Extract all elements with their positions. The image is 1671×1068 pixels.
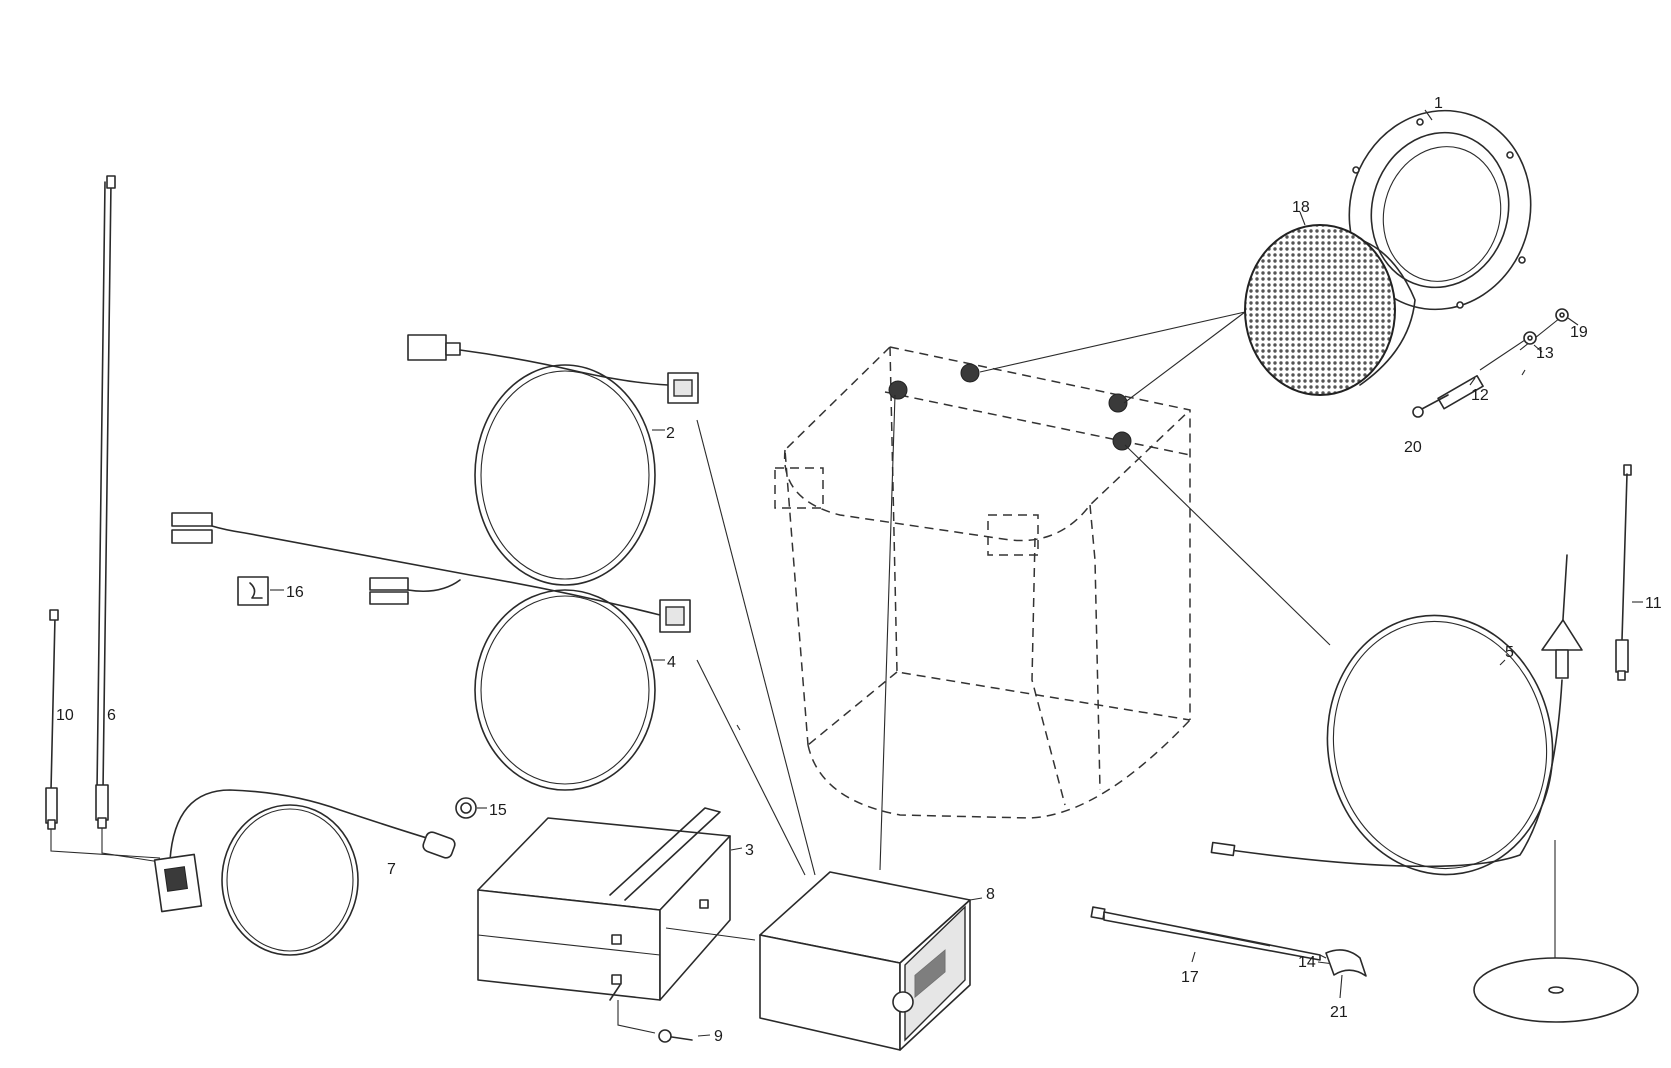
- nut-15: [455, 797, 487, 819]
- harness-4: [171, 512, 691, 791]
- clip-16: [237, 576, 284, 606]
- callout-11: 11: [1645, 595, 1662, 612]
- radio-unit-8: [665, 871, 983, 1051]
- callout-20: 20: [1404, 439, 1422, 456]
- short-antenna-10: [45, 609, 161, 859]
- clamp-21: [1319, 949, 1367, 999]
- whip-antenna-6: [95, 175, 161, 863]
- callout-13: 13: [1536, 345, 1554, 362]
- callout-8: 8: [986, 886, 995, 903]
- callout-19: 19: [1570, 324, 1588, 341]
- callout-6: 6: [107, 707, 116, 724]
- callout-21: 21: [1330, 1004, 1348, 1021]
- callout-14: 14: [1298, 954, 1316, 971]
- callout-9: 9: [714, 1028, 723, 1045]
- callout-15: 15: [489, 802, 507, 819]
- antenna-cable-7: [153, 789, 456, 956]
- antenna-11: [1615, 464, 1643, 681]
- cabin-outline: [774, 346, 1191, 819]
- callout-16: 16: [286, 584, 304, 601]
- screw-9: [617, 1000, 711, 1043]
- speaker-hardware: [1412, 308, 1579, 418]
- speaker-grille-18: [1244, 211, 1416, 396]
- mounting-frame-3: [477, 807, 743, 1001]
- callout-18: 18: [1292, 199, 1310, 216]
- callout-1: 1: [1434, 95, 1443, 112]
- callout-7: 7: [387, 861, 396, 878]
- callout-labels: 1 2 3 4 5 6 7 8 9 10 11 12 13 14 15 16 1…: [56, 95, 1662, 1045]
- callout-17: 17: [1181, 969, 1199, 986]
- callout-3: 3: [745, 842, 754, 859]
- callout-2: 2: [666, 425, 675, 442]
- roof-antenna-5: [1210, 554, 1583, 876]
- base-plate-14: [1473, 957, 1639, 1023]
- callout-5: 5: [1505, 644, 1514, 661]
- callout-12: 12: [1471, 387, 1489, 404]
- harness-2: [407, 334, 699, 586]
- cable-tie-17: [1090, 906, 1321, 963]
- leader-lines: [696, 199, 1561, 980]
- callout-4: 4: [667, 654, 676, 671]
- mount-points: [888, 363, 1132, 451]
- callout-10: 10: [56, 707, 74, 724]
